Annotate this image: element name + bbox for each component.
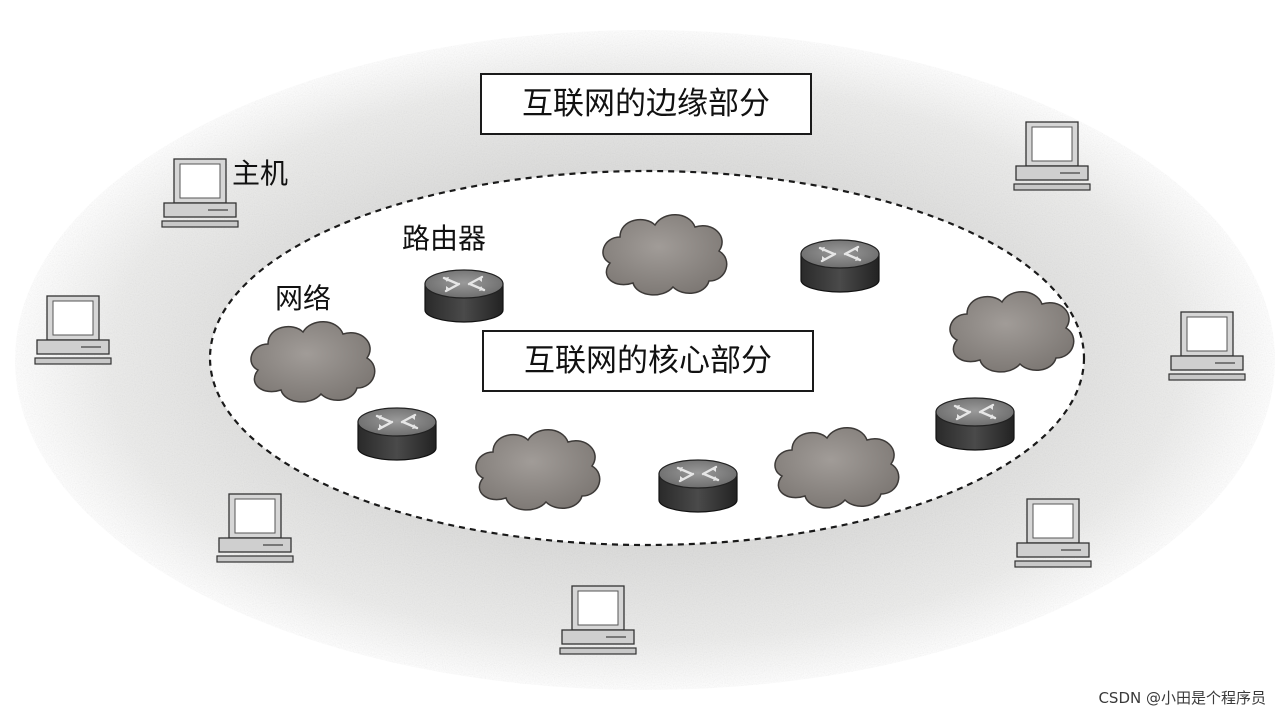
- host-label: 主机: [232, 157, 289, 190]
- router-icon: [800, 239, 880, 293]
- network-cloud-icon: [475, 429, 601, 511]
- router-label: 路由器: [402, 222, 487, 255]
- network-cloud-icon: [949, 291, 1075, 373]
- host-computer-icon: [34, 295, 112, 365]
- host-computer-icon: [161, 158, 239, 228]
- host-computer-icon: [1013, 121, 1091, 191]
- watermark: CSDN @小田是个程序员: [1098, 689, 1266, 707]
- network-label: 网络: [275, 282, 332, 315]
- host-computer-icon: [1168, 311, 1246, 381]
- router-icon: [357, 407, 437, 461]
- router-icon: [658, 459, 738, 513]
- network-cloud-icon: [774, 427, 900, 509]
- edge-part-label: 互联网的边缘部分: [480, 73, 812, 135]
- network-cloud-icon: [602, 214, 728, 296]
- router-icon: [935, 397, 1015, 451]
- host-computer-icon: [559, 585, 637, 655]
- host-computer-icon: [1014, 498, 1092, 568]
- host-computer-icon: [216, 493, 294, 563]
- network-cloud-icon: [250, 321, 376, 403]
- router-icon: [424, 269, 504, 323]
- core-part-label: 互联网的核心部分: [482, 330, 814, 392]
